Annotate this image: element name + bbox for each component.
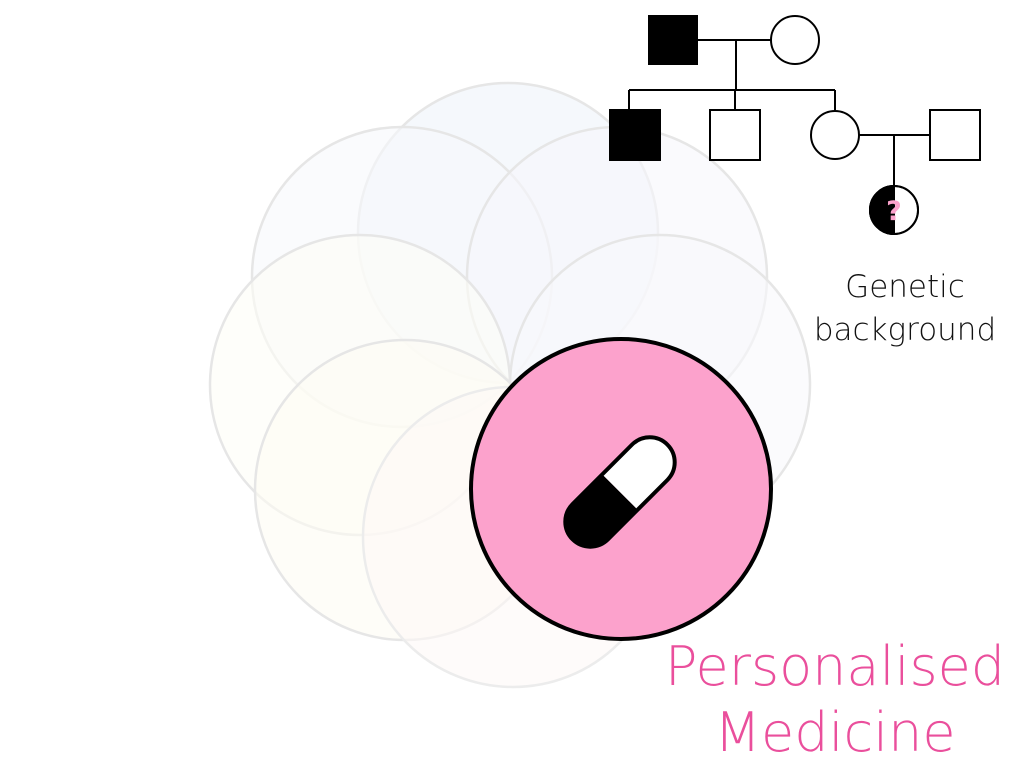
pedigree-chart: ? [609,15,981,236]
personalised-medicine-title: Personalised Medicine [650,634,1020,766]
pedigree-daughter [810,110,860,160]
pill-icon [563,435,677,549]
genetic-label-line-2: background [813,312,997,348]
pill-light-half [602,437,675,510]
genetic-background-label: Genetic background [800,266,1010,352]
pill-dark-half [565,474,638,547]
pedigree-grandfather-affected [648,15,698,65]
pedigree-son-unaffected [709,109,761,161]
pedigree-son-in-law [929,109,981,161]
title-line-2: Medicine [714,701,956,764]
medicine-circle [469,337,773,641]
pill-outline [563,435,677,549]
unknown-status-marker: ? [886,196,902,227]
pedigree-son-affected [609,109,661,161]
genetic-label-line-1: Genetic [845,269,965,305]
title-line-1: Personalised [664,635,1006,698]
pedigree-granddaughter-outline [869,185,919,235]
pedigree-grandmother [770,15,820,65]
